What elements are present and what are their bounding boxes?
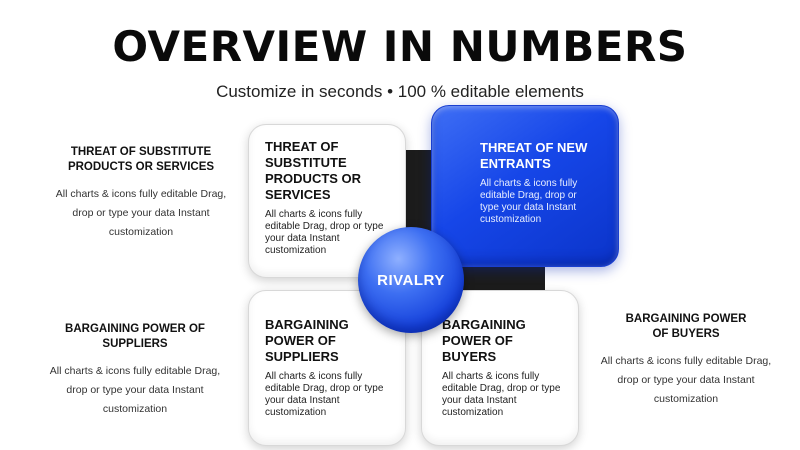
card-title: THREAT OF NEW ENTRANTS xyxy=(480,140,588,171)
side-body: All charts & icons fully editable Drag, … xyxy=(600,355,772,405)
side-heading: BARGAINING POWER OF BUYERS xyxy=(625,313,747,340)
side-body: All charts & icons fully editable Drag, … xyxy=(49,365,221,415)
page-subtitle: Customize in seconds • 100 % editable el… xyxy=(216,82,584,101)
card-body: All charts & icons fully editable Drag, … xyxy=(265,371,384,418)
card-title: BARGAINING POWER OF BUYERS xyxy=(442,317,526,364)
side-heading: BARGAINING POWER OF SUPPLIERS xyxy=(65,323,205,350)
page-title: OVERVIEW IN NUMBERS xyxy=(112,22,688,71)
card-threat-of-substitutes: THREAT OF SUBSTITUTE PRODUCTS OR SERVICE… xyxy=(248,124,406,278)
side-text-suppliers: BARGAINING POWER OF SUPPLIERS All charts… xyxy=(45,322,225,419)
rivalry-circle: RIVALRY xyxy=(358,227,464,333)
side-body: All charts & icons fully editable Drag, … xyxy=(55,188,227,238)
card-body: All charts & icons fully editable Drag, … xyxy=(480,178,578,225)
card-body: All charts & icons fully editable Drag, … xyxy=(442,371,561,418)
side-text-buyers: BARGAINING POWER OF BUYERS All charts & … xyxy=(596,312,776,409)
card-title: BARGAINING POWER OF SUPPLIERS xyxy=(265,317,349,364)
card-body: All charts & icons fully editable Drag, … xyxy=(265,209,384,256)
side-heading: THREAT OF SUBSTITUTE PRODUCTS OR SERVICE… xyxy=(67,146,215,173)
card-title: THREAT OF SUBSTITUTE PRODUCTS OR SERVICE… xyxy=(265,139,362,202)
card-threat-of-new-entrants: THREAT OF NEW ENTRANTS All charts & icon… xyxy=(431,105,619,267)
rivalry-label: RIVALRY xyxy=(377,271,445,289)
side-text-substitutes: THREAT OF SUBSTITUTE PRODUCTS OR SERVICE… xyxy=(51,145,231,242)
